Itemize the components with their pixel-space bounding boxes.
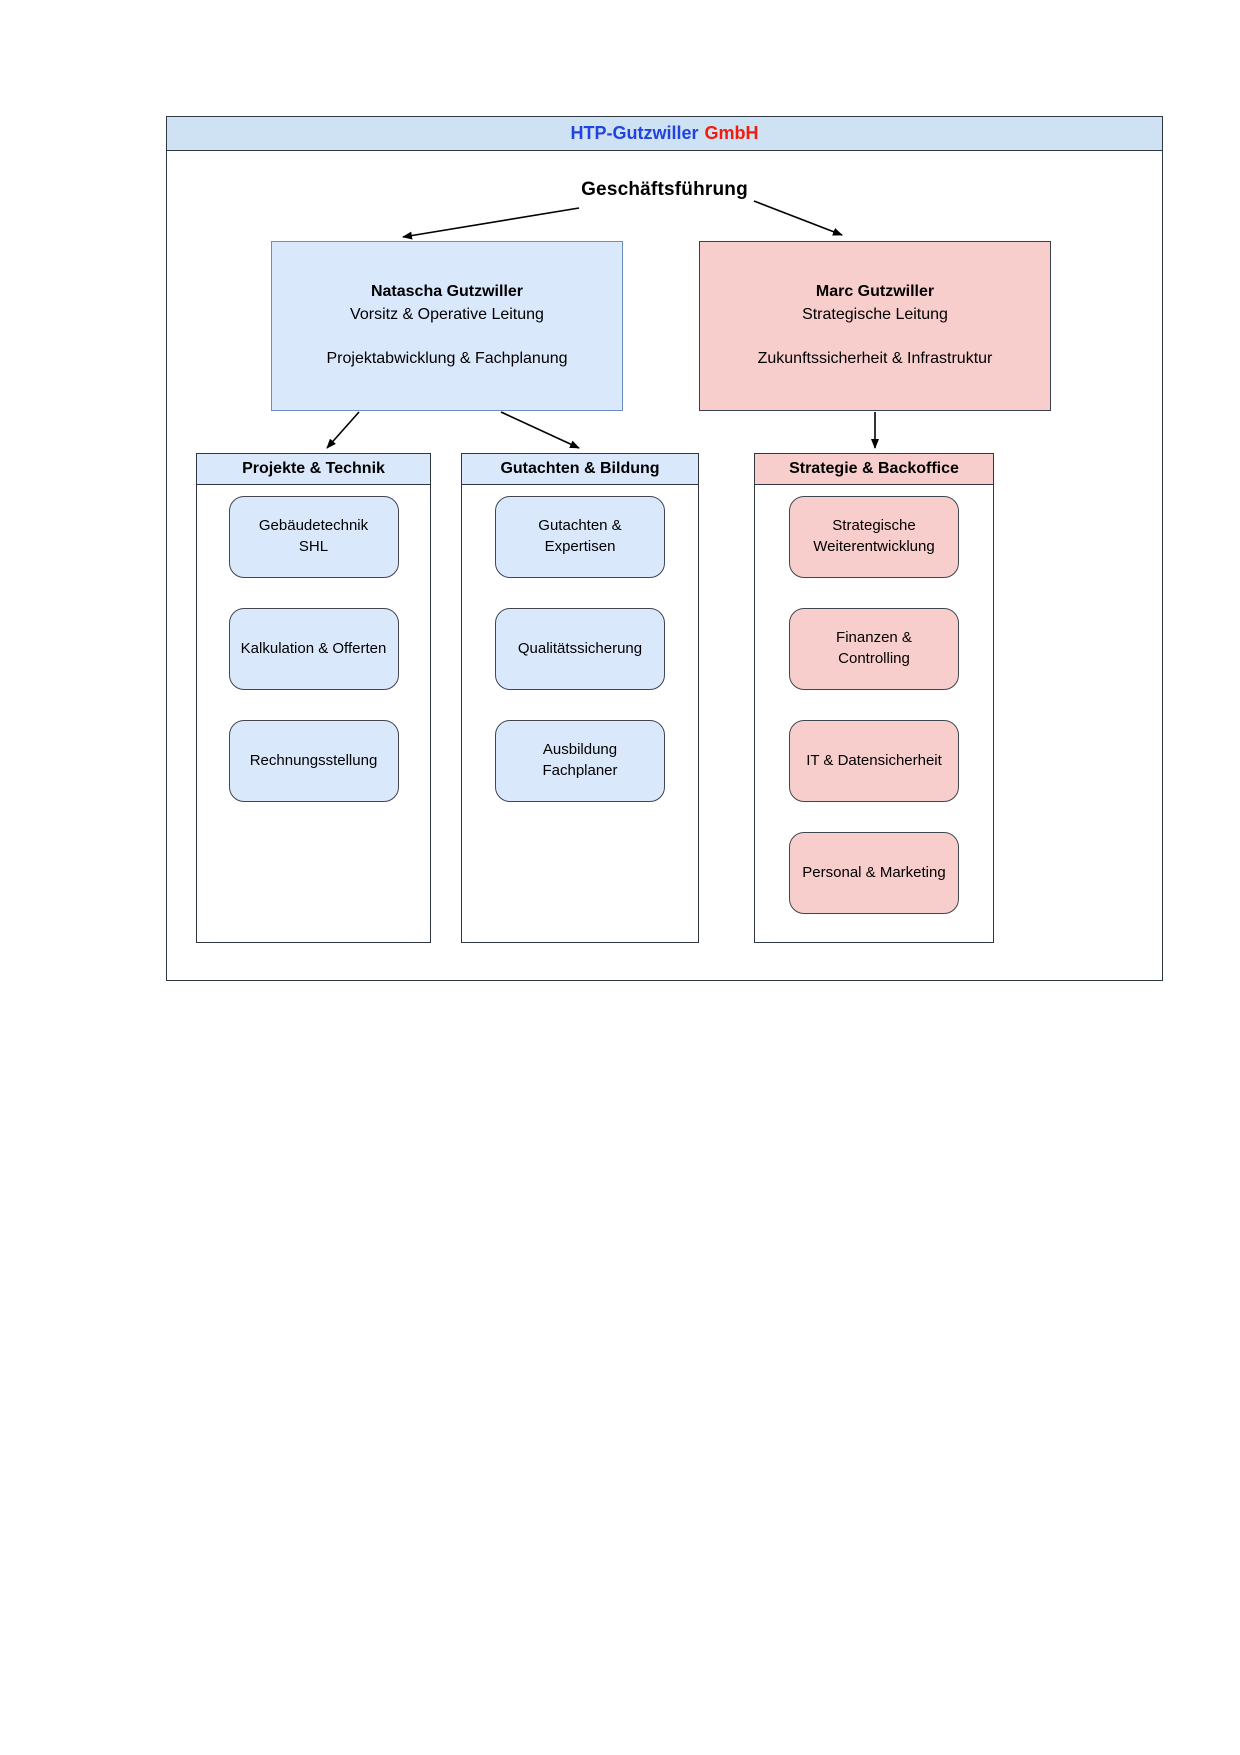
column-header: Strategie & Backoffice	[754, 453, 994, 485]
task-box: IT & Datensicherheit	[789, 720, 959, 802]
task-label: Qualitätssicherung	[517, 639, 643, 657]
task-box: Strategische Weiterentwicklung	[789, 496, 959, 578]
column-header: Projekte & Technik	[196, 453, 431, 485]
department-column-strategie: Strategie & Backoffice Strategische Weit…	[754, 453, 994, 943]
task-label: Gebäudetechnik	[258, 517, 369, 535]
column-body: Strategische Weiterentwicklung Finanzen …	[754, 485, 994, 943]
manager-name: Marc Gutzwiller	[815, 282, 935, 300]
manager-name: Natascha Gutzwiller	[370, 282, 524, 300]
arrow-natascha-to-gutachten	[500, 411, 580, 449]
company-legal-suffix: GmbH	[704, 123, 759, 143]
task-label: Expertisen	[544, 538, 616, 555]
task-label: Strategische	[832, 517, 916, 535]
task-box: Kalkulation & Offerten	[228, 608, 399, 690]
arrow-natascha-to-projekte	[326, 411, 360, 449]
task-label: Ausbildung	[542, 741, 618, 759]
task-label: Fachplaner	[542, 762, 618, 779]
task-label: Rechnungsstellung	[249, 751, 378, 769]
column-body: Gebäudetechnik SHL Kalkulation & Offerte…	[196, 485, 431, 943]
task-label: Kalkulation & Offerten	[240, 639, 387, 657]
task-box: Gebäudetechnik SHL	[228, 496, 399, 578]
task-box: Personal & Marketing	[789, 832, 959, 914]
task-box: Finanzen & Controlling	[789, 608, 959, 690]
task-label: Finanzen &	[836, 629, 912, 647]
manager-card-natascha: Natascha Gutzwiller Vorsitz & Operative …	[271, 241, 623, 411]
task-label: IT & Datensicherheit	[806, 751, 942, 769]
task-box: Gutachten & Expertisen	[495, 496, 665, 578]
manager-card-marc: Marc Gutzwiller Strategische Leitung Zuk…	[699, 241, 1051, 411]
manager-focus: Projektabwicklung & Fachplanung	[326, 350, 568, 368]
org-chart-frame: HTP-Gutzwiller GmbH Geschäftsführung Nat…	[166, 116, 1163, 981]
task-label: SHL	[298, 538, 329, 555]
task-label: Controlling	[838, 650, 910, 667]
manager-focus: Zukunftssicherheit & Infrastruktur	[757, 350, 993, 368]
task-box: Ausbildung Fachplaner	[495, 720, 665, 802]
task-label: Personal & Marketing	[802, 863, 946, 881]
column-body: Gutachten & Expertisen Qualitätssicherun…	[461, 485, 699, 943]
department-column-projekte: Projekte & Technik Gebäudetechnik SHL Ka…	[196, 453, 431, 943]
task-label: Weiterentwicklung	[813, 538, 935, 555]
task-box: Rechnungsstellung	[228, 720, 399, 802]
department-column-gutachten: Gutachten & Bildung Gutachten & Expertis…	[461, 453, 699, 943]
management-heading: Geschäftsführung	[581, 179, 748, 200]
task-box: Qualitätssicherung	[495, 608, 665, 690]
company-name: HTP-Gutzwiller	[570, 123, 699, 143]
column-header: Gutachten & Bildung	[461, 453, 699, 485]
manager-role: Strategische Leitung	[802, 305, 948, 323]
arrow-heading-to-natascha	[402, 207, 580, 240]
company-title-bar: HTP-Gutzwiller GmbH	[167, 117, 1162, 151]
arrow-heading-to-marc	[753, 200, 843, 236]
manager-role: Vorsitz & Operative Leitung	[350, 305, 544, 323]
task-label: Gutachten &	[538, 517, 622, 535]
